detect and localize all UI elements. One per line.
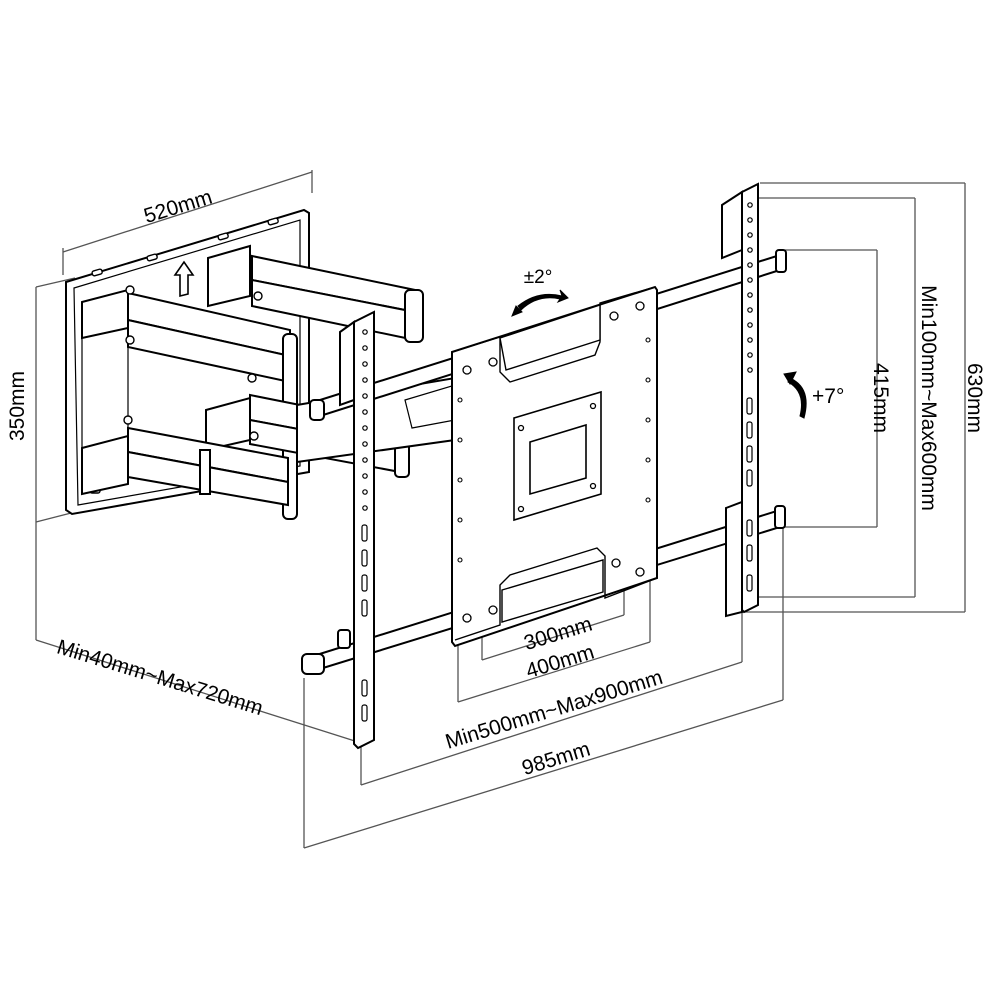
dim-985-line — [303, 699, 784, 849]
label-rail-height: 630mm — [963, 363, 986, 433]
upper-crossbar-end-cap — [775, 249, 787, 273]
upper-crossbar-left-cap — [309, 399, 325, 421]
wall-plate-inner — [73, 219, 301, 506]
tilt-arrow-icon — [783, 371, 807, 419]
vesa-mounting-holes — [462, 301, 645, 623]
vesa-center-square-inner — [529, 423, 587, 496]
right-rail-flange — [721, 190, 743, 260]
dim-520-line — [62, 171, 313, 253]
right-vertical-rail — [721, 182, 759, 618]
up-arrow-icon — [173, 260, 195, 298]
vesa-side-holes — [457, 337, 651, 563]
label-plate-height: 350mm — [6, 371, 29, 441]
label-rail-spacing: Min500mm~Max900mm — [443, 666, 666, 754]
vesa-plate-bottom-bar — [501, 559, 604, 623]
lower-crossbar-end-cap — [774, 505, 786, 529]
label-arm-vertical: 415mm — [869, 363, 892, 433]
dim-350-ext-top — [35, 277, 76, 288]
lower-arm-clamp — [199, 449, 211, 495]
label-vertical-adjust: Min100mm~Max600mm — [917, 285, 940, 511]
dim-400-line — [457, 641, 651, 703]
vesa-plate-top-bar — [499, 304, 601, 371]
dim-350-ext-bottom — [35, 511, 76, 523]
label-plate-width: 520mm — [141, 186, 215, 228]
dim-300-line — [481, 614, 625, 661]
lower-crossbar-left-cap — [301, 653, 325, 675]
arm-bolts — [123, 285, 263, 441]
label-tilt: +7° — [812, 385, 844, 408]
vesa-plate — [451, 285, 658, 648]
right-rail-lower-flange — [725, 500, 743, 618]
label-overall-width: 985mm — [519, 738, 593, 780]
vesa-plate-bottom-cutout — [454, 547, 658, 641]
wall-plate — [65, 208, 310, 516]
lower-crossbar-knob — [337, 629, 351, 649]
swivel-arrow-icon — [511, 289, 569, 317]
label-swivel: ±2° — [524, 267, 553, 288]
upper-elbow-joint — [404, 289, 424, 343]
right-rail-holes — [746, 202, 753, 592]
dim-rail-line — [360, 661, 743, 786]
left-rail-flange — [339, 320, 355, 407]
plate-bracket-top-right — [207, 244, 251, 308]
left-rail-holes — [361, 329, 368, 722]
left-vertical-rail — [339, 310, 375, 750]
label-extension: Min40mm~Max720mm — [54, 635, 266, 720]
